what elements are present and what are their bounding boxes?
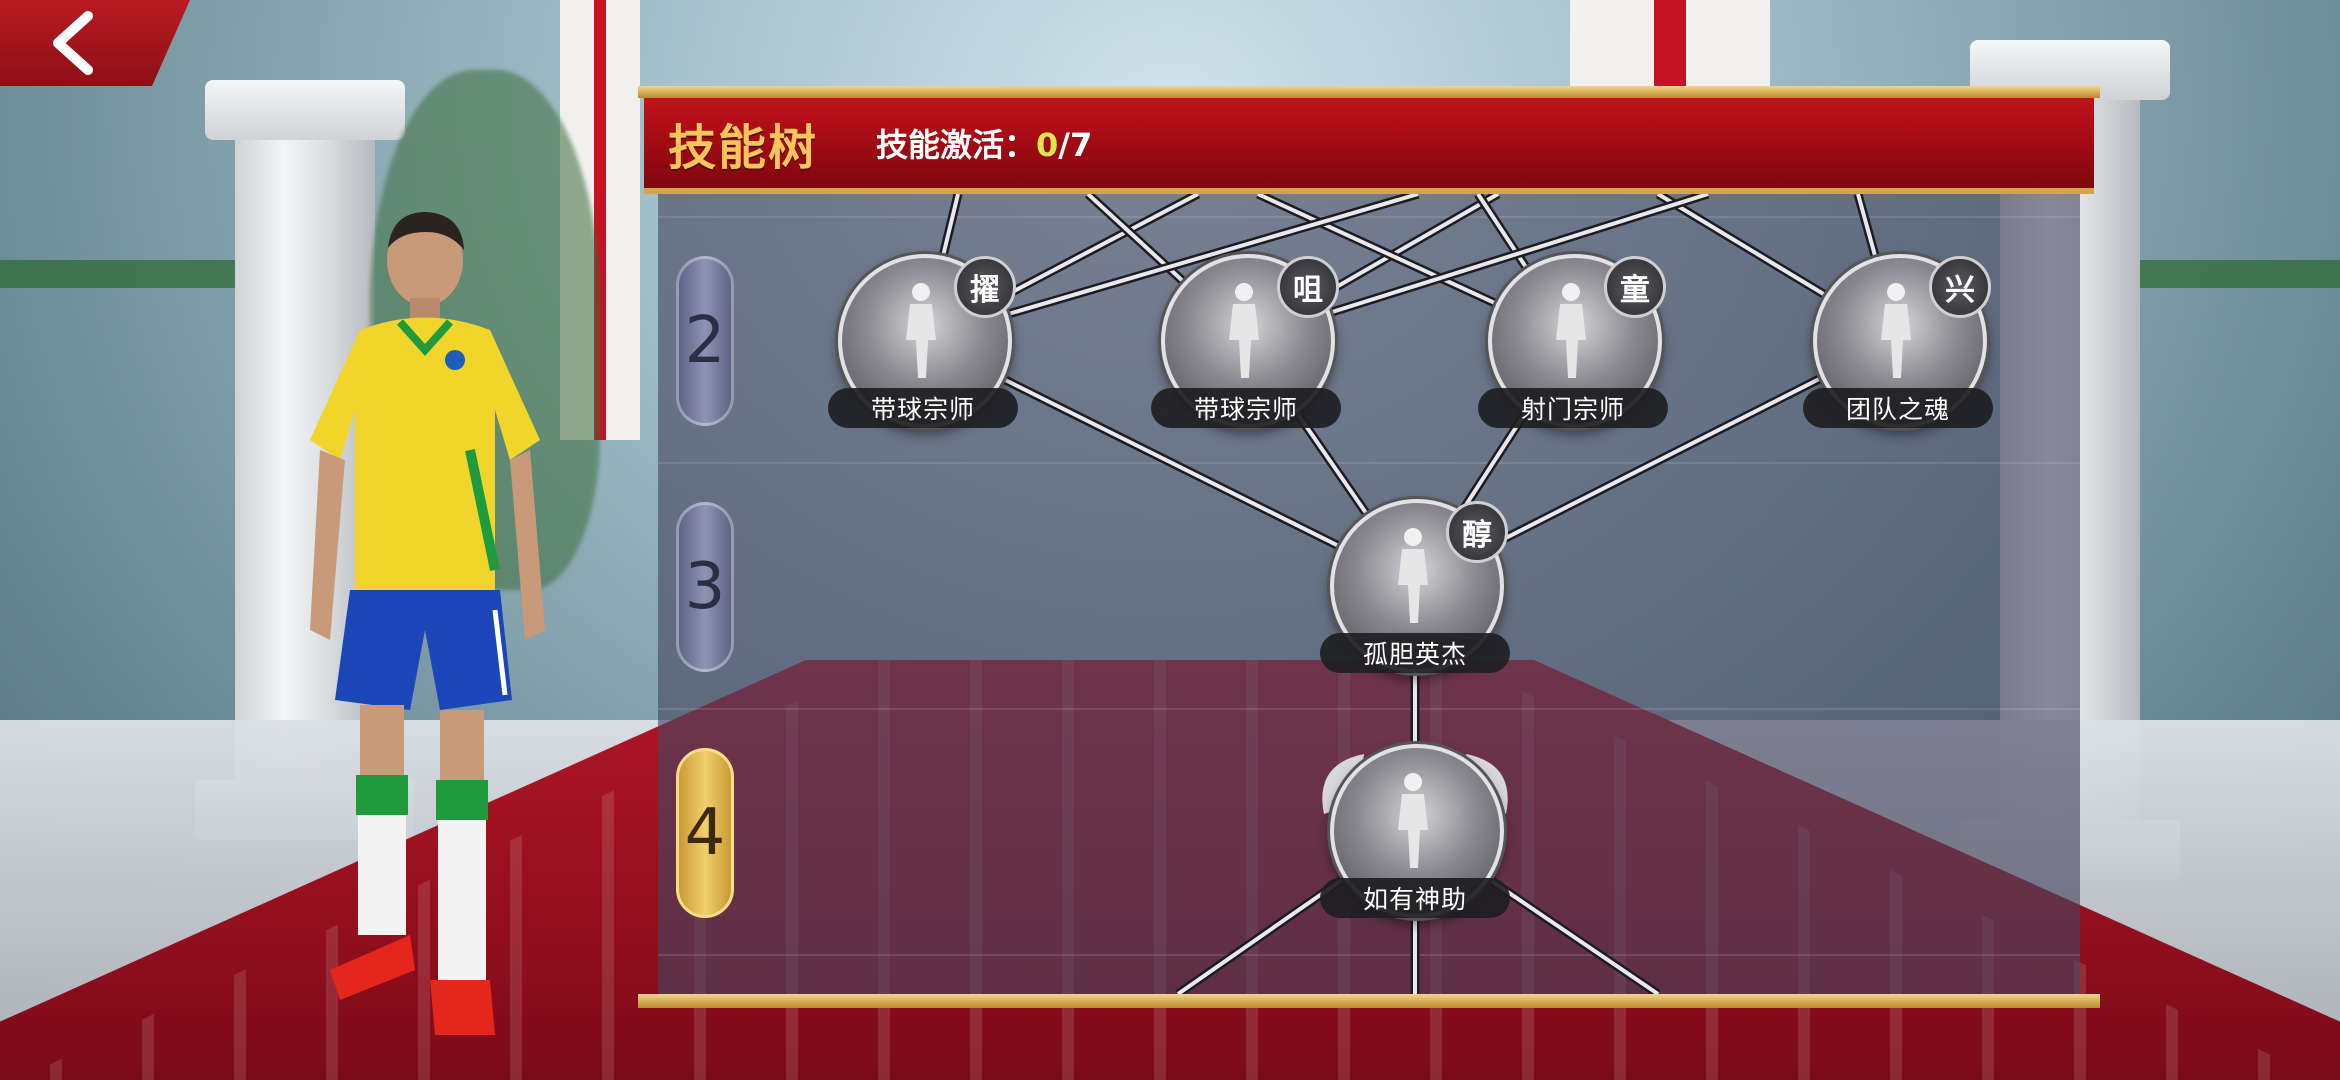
skill-badge: 咀 [1277,256,1339,318]
skill-name: 如有神助 [1320,878,1510,918]
player-silhouette-icon [1398,773,1428,868]
skill-node-shooting-master[interactable]: 童 射门宗师 [1478,254,1668,428]
skill-badge: 兴 [1929,256,1991,318]
skill-tree-panel: 技能树 技能激活：0/7 2 3 4 擢 [638,86,2100,1016]
skill-name: 射门宗师 [1478,388,1668,428]
panel-title: 技能树 [668,120,819,176]
skill-badge: 擢 [954,256,1016,318]
panel-top-trim [638,86,2100,98]
back-button[interactable] [0,0,190,86]
skill-node-dribble-master-1[interactable]: 擢 带球宗师 [828,254,1018,428]
tier-divider [658,462,2080,464]
skill-name: 孤胆英杰 [1320,633,1510,673]
skill-badge: 童 [1604,256,1666,318]
tier-divider [658,954,2080,956]
panel-bottom-trim [638,994,2100,1008]
skill-node-dribble-master-2[interactable]: 咀 带球宗师 [1151,254,1341,428]
tier-number: 4 [684,796,726,870]
connector-line [922,337,1416,586]
tier-tab-4[interactable]: 4 [676,748,734,918]
player-silhouette-icon [1229,283,1259,378]
tier-divider [658,708,2080,710]
skill-tree-area: 2 3 4 擢 带球宗师 咀 带球宗师 [658,194,2080,994]
tier-tab-3[interactable]: 3 [676,502,734,672]
activation-label: 技能激活： [876,126,1037,164]
skill-node-team-spirit[interactable]: 兴 团队之魂 [1803,254,1993,428]
tier-number: 2 [684,304,726,378]
tier-divider [658,216,2080,218]
tier-number: 3 [684,550,726,624]
flag-right [1570,0,1770,90]
player-silhouette-icon [1556,283,1586,378]
skill-name: 带球宗师 [828,388,1018,428]
skill-activation-counter: 技能激活：0/7 [876,120,1092,166]
skill-name: 团队之魂 [1803,388,1993,428]
skill-node-divine-help[interactable]: 如有神助 [1320,744,1510,918]
player-avatar [310,212,545,1035]
panel-header: 技能树 技能激活：0/7 [644,98,2094,194]
player-silhouette-icon [1881,283,1911,378]
wall-stripe-right [2100,260,2340,288]
activation-current: 0 [1036,126,1059,164]
skill-node-lone-hero[interactable]: 醇 孤胆英杰 [1320,499,1510,673]
activation-total: /7 [1058,126,1093,164]
back-chevron-icon [53,11,93,75]
tier-tab-2[interactable]: 2 [676,256,734,426]
player-silhouette-icon [906,283,936,378]
skill-badge: 醇 [1446,501,1508,563]
skill-name: 带球宗师 [1151,388,1341,428]
player-silhouette-icon [1398,528,1428,623]
